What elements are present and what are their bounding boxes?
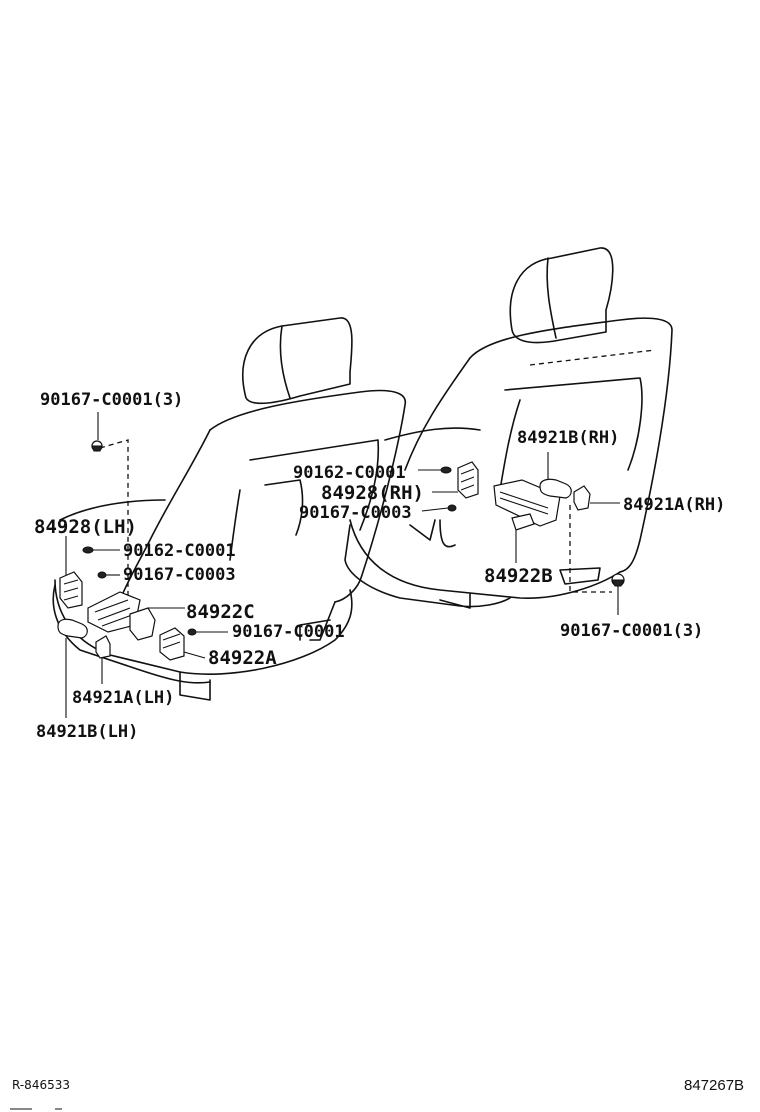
label-84921a-lh: 84921A(LH) — [72, 688, 174, 708]
bolt-90167-c0001-lh-icon — [91, 412, 103, 452]
label-90167-c0001-lh: 90167-C0001 — [232, 622, 345, 642]
label-84922c: 84922C — [186, 601, 255, 623]
label-84921b-lh: 84921B(LH) — [36, 722, 138, 742]
label-90162-c0001-rh: 90162-C0001 — [293, 463, 406, 483]
label-90167-c0003-rh: 90167-C0003 — [299, 503, 412, 523]
bolt-90167-c0001-lh-small-icon — [187, 628, 228, 636]
label-90167-c0001-3-lh: 90167-C0001(3) — [40, 390, 183, 410]
label-84928-rh: 84928(RH) — [321, 482, 424, 504]
label-84921a-rh: 84921A(RH) — [623, 495, 725, 515]
screw-90167-c0003-lh-icon — [97, 571, 120, 579]
label-84922a: 84922A — [208, 647, 277, 669]
screw-90162-c0001-rh-icon — [418, 466, 452, 474]
label-84922b: 84922B — [484, 565, 553, 587]
bracket-84922a-icon — [159, 627, 206, 661]
knob-84921b-lh-icon — [57, 618, 88, 718]
label-90167-c0001-3-rh: 90167-C0001(3) — [560, 621, 703, 641]
right-seat-drawing — [344, 247, 673, 609]
dashed-guide-right — [569, 505, 612, 593]
label-84928-lh: 84928(LH) — [34, 516, 137, 538]
label-84921b-rh: 84921B(RH) — [517, 428, 619, 448]
bracket-84922c-icon — [87, 591, 185, 641]
dashed-guide-left — [99, 439, 129, 605]
knob-84921b-rh-icon — [539, 452, 572, 499]
label-90167-c0003-lh: 90167-C0003 — [123, 565, 236, 585]
screw-90167-c0003-rh-icon — [421, 504, 457, 512]
left-seat-drawing — [52, 317, 406, 701]
cover-84928-rh-icon — [432, 461, 479, 499]
bolt-90167-c0001-rh-icon — [611, 573, 625, 615]
footer-left-code: R-846533 — [12, 1078, 70, 1092]
cover-84928-lh-icon — [59, 536, 83, 609]
screw-90162-c0001-lh-icon — [82, 546, 120, 554]
knob-84921a-rh-icon — [573, 485, 620, 511]
label-90162-c0001-lh: 90162-C0001 — [123, 541, 236, 561]
knob-84921a-lh-icon — [95, 635, 111, 684]
footer-right-code: 847267B — [684, 1077, 744, 1094]
